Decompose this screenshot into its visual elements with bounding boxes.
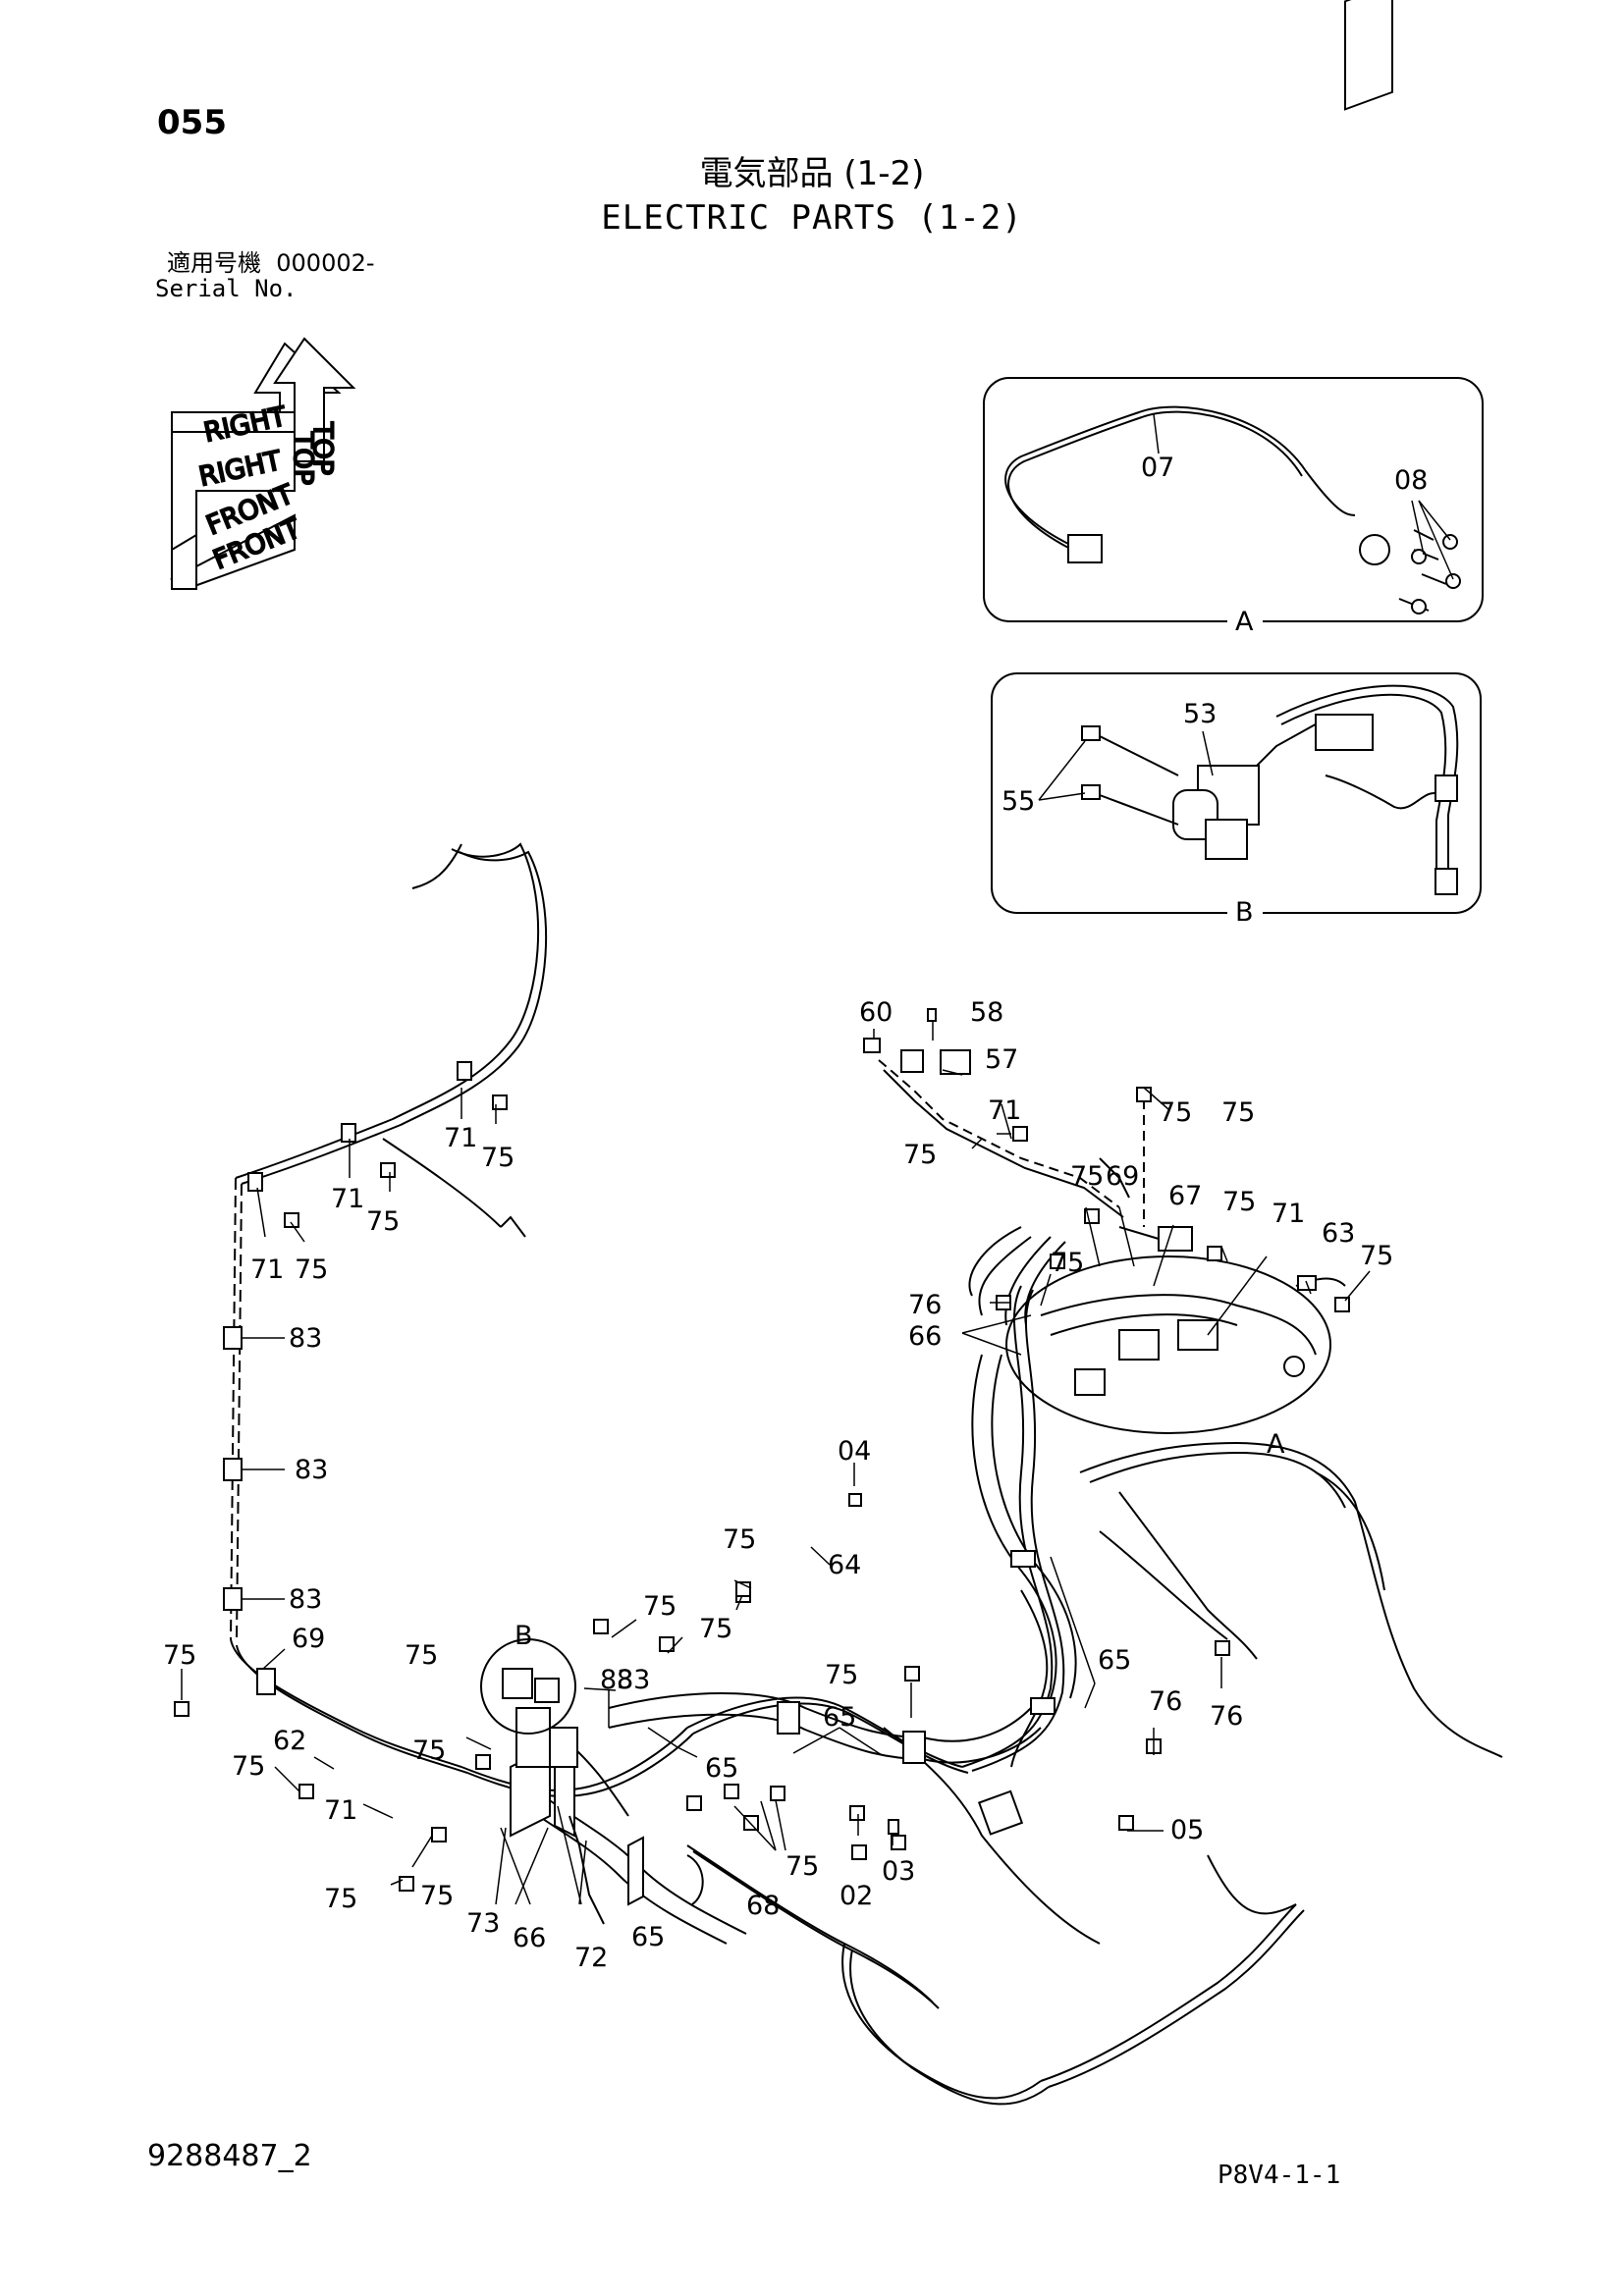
document-id: 9288487_2 — [147, 2139, 312, 2173]
callout-76-a: 76 — [1149, 1686, 1182, 1717]
callout-73: 73 — [466, 1908, 500, 1939]
detail-a-leaders — [1153, 413, 1454, 580]
detail-b-leaders — [1038, 730, 1214, 801]
callout-71-a: 71 — [444, 1123, 477, 1153]
callout-07: 07 — [1141, 453, 1174, 483]
center-bracket — [510, 1707, 1024, 1925]
orientation-icon: TOP TOP RIGHT RIGHT FRONT FRONT — [170, 337, 356, 591]
callout-68: 68 — [746, 1891, 780, 1921]
callout-60: 60 — [859, 997, 893, 1028]
corrugated-tubes — [510, 1354, 1077, 1945]
view-b-circle — [480, 1638, 576, 1735]
detail-b-bolts — [1081, 725, 1179, 826]
serial-label-english: Serial No. — [155, 275, 298, 302]
callout-75-e: 75 — [232, 1751, 265, 1782]
callout-72: 72 — [574, 1943, 608, 1973]
detail-a-bolts — [1411, 534, 1461, 614]
callout-75-l: 75 — [825, 1660, 858, 1690]
page-title-english: ELECTRIC PARTS (1-2) — [601, 198, 1023, 238]
serial-label-japanese: 適用号機 000002- — [167, 251, 375, 275]
callout-75-h: 75 — [405, 1640, 438, 1671]
callout-75-b: 75 — [366, 1206, 400, 1237]
callout-05: 05 — [1170, 1815, 1204, 1845]
page-number: 055 — [157, 103, 227, 142]
callout-83-c: 83 — [289, 1584, 322, 1615]
sheet-code: P8V4-1-1 — [1218, 2161, 1341, 2190]
callout-75-v: 75 — [1221, 1097, 1255, 1128]
callout-69-a: 69 — [292, 1624, 325, 1654]
callout-53: 53 — [1183, 699, 1217, 729]
callout-75-n: 75 — [785, 1851, 819, 1882]
leader-lines — [181, 1021, 1371, 1905]
callout-83-e: 83 — [600, 1665, 633, 1695]
callout-69-b: 69 — [1106, 1161, 1139, 1192]
callout-75-k: 75 — [699, 1614, 732, 1644]
callout-57: 57 — [985, 1044, 1018, 1075]
callout-04: 04 — [838, 1436, 871, 1467]
page-title-japanese: 電気部品 (1-2) — [699, 154, 925, 193]
callout-03: 03 — [882, 1856, 915, 1887]
callout-83-a: 83 — [289, 1323, 322, 1354]
view-b-label-bg — [1227, 895, 1263, 927]
callout-64: 64 — [828, 1550, 861, 1580]
detail-view-b — [991, 672, 1482, 914]
orient-label-top2: TOP — [307, 421, 338, 475]
view-a-label: A — [1235, 607, 1254, 637]
callout-55: 55 — [1001, 786, 1035, 817]
callout-75-j: 75 — [643, 1591, 677, 1622]
right-cluster — [878, 1049, 1346, 1434]
view-a-marker: A — [1267, 1429, 1285, 1460]
callout-65-a: 65 — [705, 1753, 738, 1784]
view-a-label-bg — [1227, 605, 1263, 636]
callout-65-d: 65 — [1098, 1645, 1131, 1676]
view-b-label: B — [1235, 897, 1254, 928]
callout-75-u: 75 — [1360, 1241, 1393, 1271]
callout-75-a: 75 — [481, 1143, 514, 1173]
callout-83-d: 83 — [617, 1665, 650, 1695]
callout-71-d: 71 — [324, 1795, 357, 1826]
callout-58: 58 — [970, 997, 1003, 1028]
orient-label-top1: TOP — [288, 431, 318, 485]
callout-66-a: 66 — [513, 1923, 546, 1953]
callout-75-p: 75 — [1159, 1097, 1192, 1128]
callout-71-e: 71 — [988, 1095, 1021, 1126]
callout-02: 02 — [839, 1881, 873, 1911]
callout-75-f: 75 — [324, 1884, 357, 1914]
callout-75-d: 75 — [163, 1640, 196, 1671]
detail-view-a — [983, 0, 1484, 622]
callout-75-i: 75 — [412, 1735, 446, 1766]
serial-value: 000002- — [276, 249, 375, 277]
callout-08: 08 — [1394, 465, 1428, 496]
callout-65-b: 65 — [823, 1702, 856, 1733]
main-harness — [230, 842, 1503, 2106]
callout-75-o: 75 — [723, 1524, 756, 1555]
callout-66-b: 66 — [908, 1321, 942, 1352]
clamps-left — [223, 1061, 472, 1695]
callout-76-c: 76 — [908, 1290, 942, 1320]
callout-75-q: 75 — [903, 1140, 937, 1170]
callout-62: 62 — [273, 1726, 306, 1756]
callout-71-b: 71 — [331, 1184, 364, 1214]
callout-75-t: 75 — [1051, 1248, 1084, 1278]
view-b-marker: B — [514, 1621, 533, 1651]
callout-83-b: 83 — [295, 1455, 328, 1485]
callout-71-c: 71 — [250, 1255, 284, 1285]
callout-71-f: 71 — [1272, 1199, 1305, 1229]
callout-75-g: 75 — [420, 1881, 454, 1911]
callout-63: 63 — [1322, 1218, 1355, 1249]
serial-label-jp-text: 適用号機 — [167, 249, 261, 277]
callout-75-r1: 75 — [1070, 1161, 1104, 1192]
callout-65-c: 65 — [631, 1922, 665, 1952]
callout-76-b: 76 — [1210, 1701, 1243, 1732]
callout-67: 67 — [1168, 1181, 1202, 1211]
callout-75-c: 75 — [295, 1255, 328, 1285]
callout-75-s: 75 — [1222, 1187, 1256, 1217]
